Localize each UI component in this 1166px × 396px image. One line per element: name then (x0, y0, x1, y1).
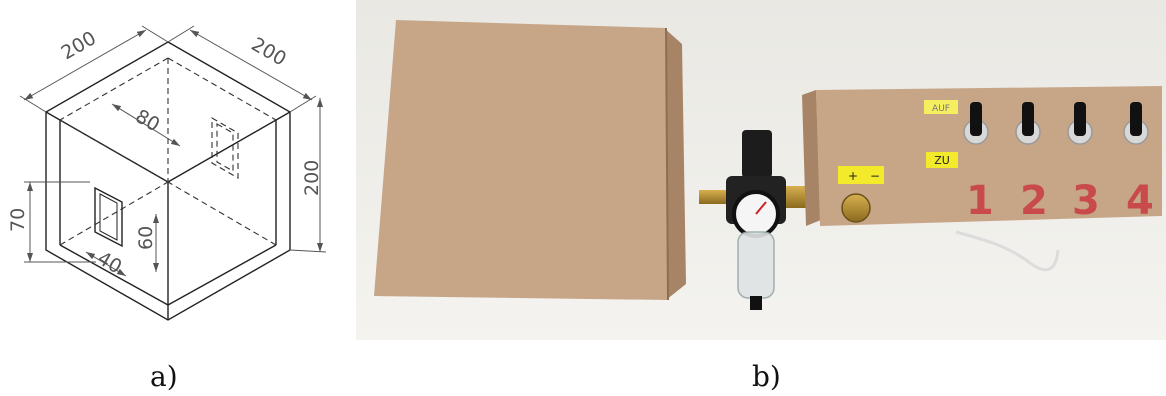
dim-slot-height: 60 (135, 226, 157, 250)
front-slot (94, 186, 123, 248)
label-zu (926, 152, 958, 168)
label-plus-minus (838, 166, 884, 184)
label-auf (924, 100, 958, 114)
dim-bottom-width: 40 (94, 247, 126, 278)
dim-right-height: 200 (301, 160, 323, 196)
pressure-knob (841, 193, 871, 223)
caption-b: b) (752, 360, 781, 393)
dim-left-height: 70 (7, 208, 29, 232)
svg-text:−: − (870, 169, 880, 183)
svg-text:+: + (848, 169, 858, 183)
valve-number-4: 4 (1126, 178, 1154, 224)
toggle-switch-1 (963, 102, 989, 145)
valve-number-3: 3 (1072, 178, 1100, 224)
pressure-regulator (699, 130, 808, 310)
toggle-switch-2 (1015, 102, 1041, 145)
svg-text:ZU: ZU (934, 154, 950, 167)
back-slot (211, 117, 239, 179)
svg-text:AUF: AUF (932, 104, 950, 114)
isometric-cube-drawing: 200 200 200 80 70 40 60 (7, 25, 327, 321)
valve-number-1: 1 (966, 178, 994, 224)
dim-inner-width: 80 (132, 105, 164, 136)
valve-number-2: 2 (1020, 178, 1048, 224)
cube-drawing-panel: 200 200 200 80 70 40 60 (0, 0, 350, 396)
dim-top-right: 200 (248, 33, 290, 70)
toggle-switch-3 (1067, 102, 1093, 145)
caption-a: a) (150, 360, 178, 393)
toggle-switch-4 (1123, 102, 1149, 145)
mdf-box (374, 20, 686, 301)
dim-top-left: 200 (58, 27, 100, 64)
air-tubing (955, 230, 1060, 272)
